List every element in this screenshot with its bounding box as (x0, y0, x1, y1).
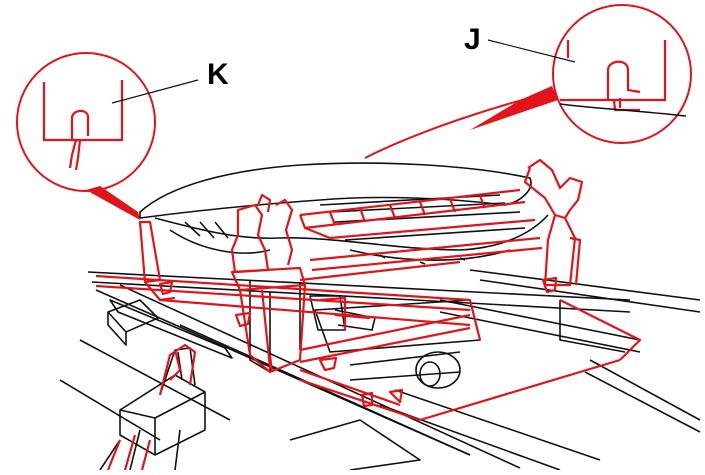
detail-k-callout (16, 52, 199, 220)
detail-k-pointer (86, 186, 140, 220)
detail-k-label: K (207, 58, 229, 91)
detail-j-label: J (464, 23, 481, 56)
detail-j-callout (470, 4, 692, 144)
panel-part (139, 162, 549, 265)
fixture-highlights (95, 91, 642, 471)
detail-j-pointer (470, 86, 558, 130)
floor-rail-frame (59, 269, 701, 471)
